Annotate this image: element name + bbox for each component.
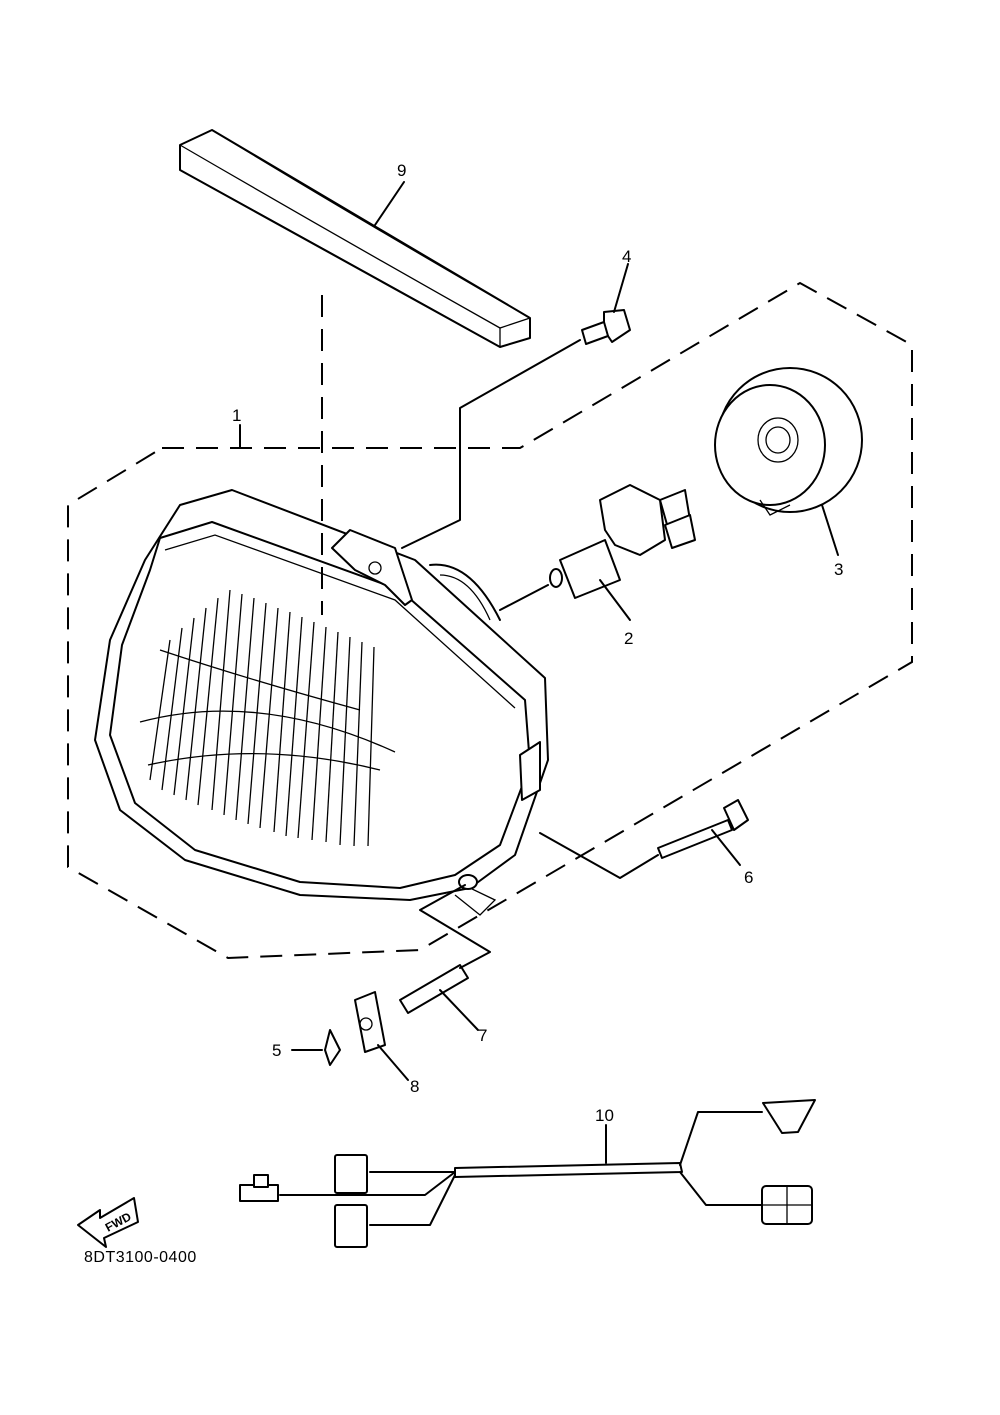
fwd-arrow: FWD: [77, 1197, 139, 1248]
part-9-visor: [179, 129, 531, 348]
callout-1: 1: [232, 406, 241, 425]
part-1-headlight-unit: [94, 489, 549, 916]
callout-9: 9: [397, 161, 406, 180]
part-2-bulb: [549, 484, 696, 599]
part-6-bolt: [657, 799, 749, 859]
callout-4: 4: [622, 247, 631, 266]
part-10-harness: [239, 1099, 816, 1248]
part-4-grommet: [581, 309, 631, 345]
part-8-clip-nut: [354, 991, 386, 1053]
callout-6: 6: [744, 868, 753, 887]
drawing-code: 8DT3100-0400: [84, 1249, 197, 1266]
assembly-boundary: [67, 281, 913, 960]
part-5-pin: [324, 1029, 341, 1066]
callout-5: 5: [272, 1041, 281, 1060]
callout-10: 10: [595, 1106, 614, 1125]
callout-8: 8: [410, 1077, 419, 1096]
callout-3: 3: [834, 560, 843, 579]
callout-7: 7: [478, 1026, 487, 1045]
part-3-cover: [714, 367, 863, 516]
callout-2: 2: [624, 629, 633, 648]
part-7-spring: [399, 964, 469, 1014]
